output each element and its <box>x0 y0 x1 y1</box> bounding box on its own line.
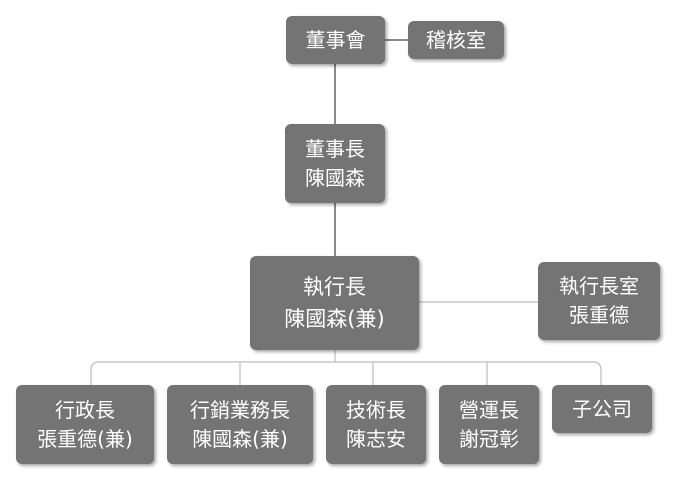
node-operations-title: 營運長 <box>459 397 519 422</box>
node-marketing-person: 陳國森(兼) <box>192 426 288 451</box>
node-subsidiary: 子公司 <box>552 385 652 433</box>
branch-bus-line <box>90 361 602 385</box>
node-tech-person: 陳志安 <box>346 426 406 451</box>
node-ceo-office-title: 執行長室 <box>559 274 639 298</box>
node-tech-title: 技術長 <box>346 397 406 422</box>
node-audit-office-title: 稽核室 <box>426 27 486 52</box>
node-board-title: 董事會 <box>305 27 366 52</box>
node-board: 董事會 <box>286 16 385 64</box>
node-marketing: 行銷業務長 陳國森(兼) <box>167 385 313 464</box>
node-ceo-person: 陳國森(兼) <box>284 307 385 331</box>
node-chairman-title: 董事長 <box>305 136 365 161</box>
node-ceo-office-person: 張重德 <box>569 303 629 327</box>
node-ceo: 執行長 陳國森(兼) <box>250 256 419 350</box>
node-subsidiary-title: 子公司 <box>572 396 632 421</box>
node-admin-person: 張重德(兼) <box>37 426 133 451</box>
node-chairman: 董事長 陳國森 <box>285 124 385 203</box>
node-audit-office: 稽核室 <box>408 21 504 59</box>
node-marketing-title: 行銷業務長 <box>190 397 290 422</box>
node-tech: 技術長 陳志安 <box>326 385 426 464</box>
node-operations: 營運長 謝冠彰 <box>439 385 539 464</box>
node-operations-person: 謝冠彰 <box>459 426 519 451</box>
node-ceo-office: 執行長室 張重德 <box>538 262 660 340</box>
node-chairman-person: 陳國森 <box>305 165 365 190</box>
node-admin-title: 行政長 <box>55 397 115 422</box>
node-admin: 行政長 張重德(兼) <box>16 385 154 464</box>
node-ceo-title: 執行長 <box>303 275 366 299</box>
